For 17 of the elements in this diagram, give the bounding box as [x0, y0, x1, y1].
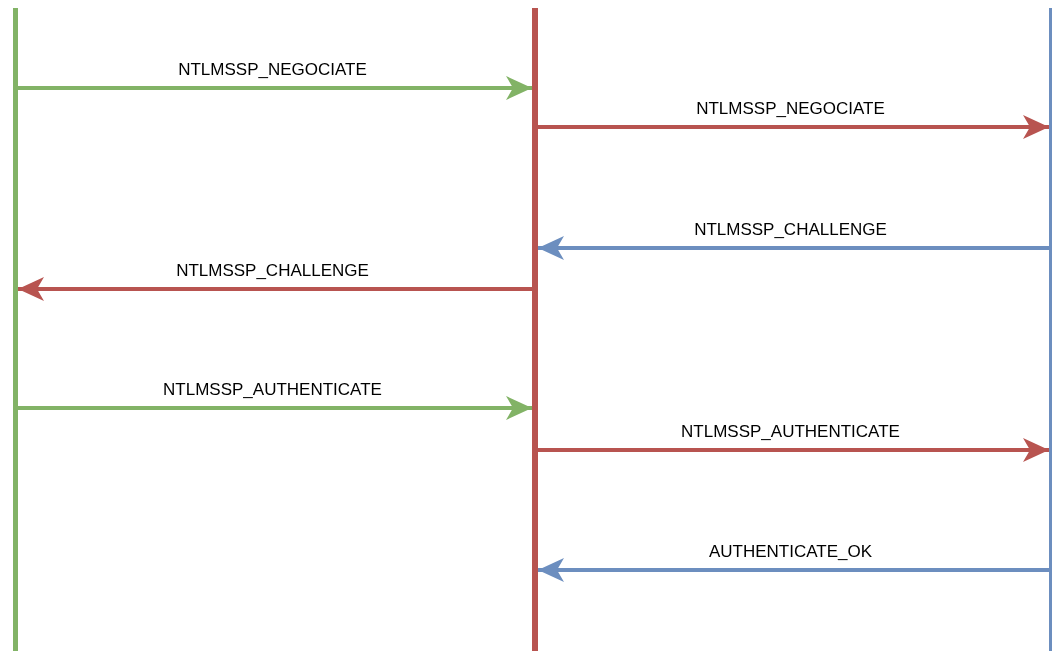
edge-label: NTLMSSP_NEGOCIATE	[696, 99, 885, 119]
edge-label: NTLMSSP_CHALLENGE	[694, 220, 887, 240]
arrow	[538, 236, 1049, 260]
lifeline	[532, 8, 538, 651]
lifeline	[13, 8, 18, 651]
arrow	[538, 558, 1049, 582]
edge-label: NTLMSSP_NEGOCIATE	[178, 60, 367, 80]
edge-label: NTLMSSP_AUTHENTICATE	[163, 380, 382, 400]
arrow	[538, 438, 1049, 462]
lifeline	[1049, 8, 1052, 651]
edge-label: NTLMSSP_AUTHENTICATE	[681, 422, 900, 442]
arrow	[18, 277, 532, 301]
edge-label: NTLMSSP_CHALLENGE	[176, 261, 369, 281]
arrow	[18, 76, 532, 100]
arrow	[18, 396, 532, 420]
edge-label: AUTHENTICATE_OK	[708, 542, 873, 562]
arrow	[538, 115, 1049, 139]
